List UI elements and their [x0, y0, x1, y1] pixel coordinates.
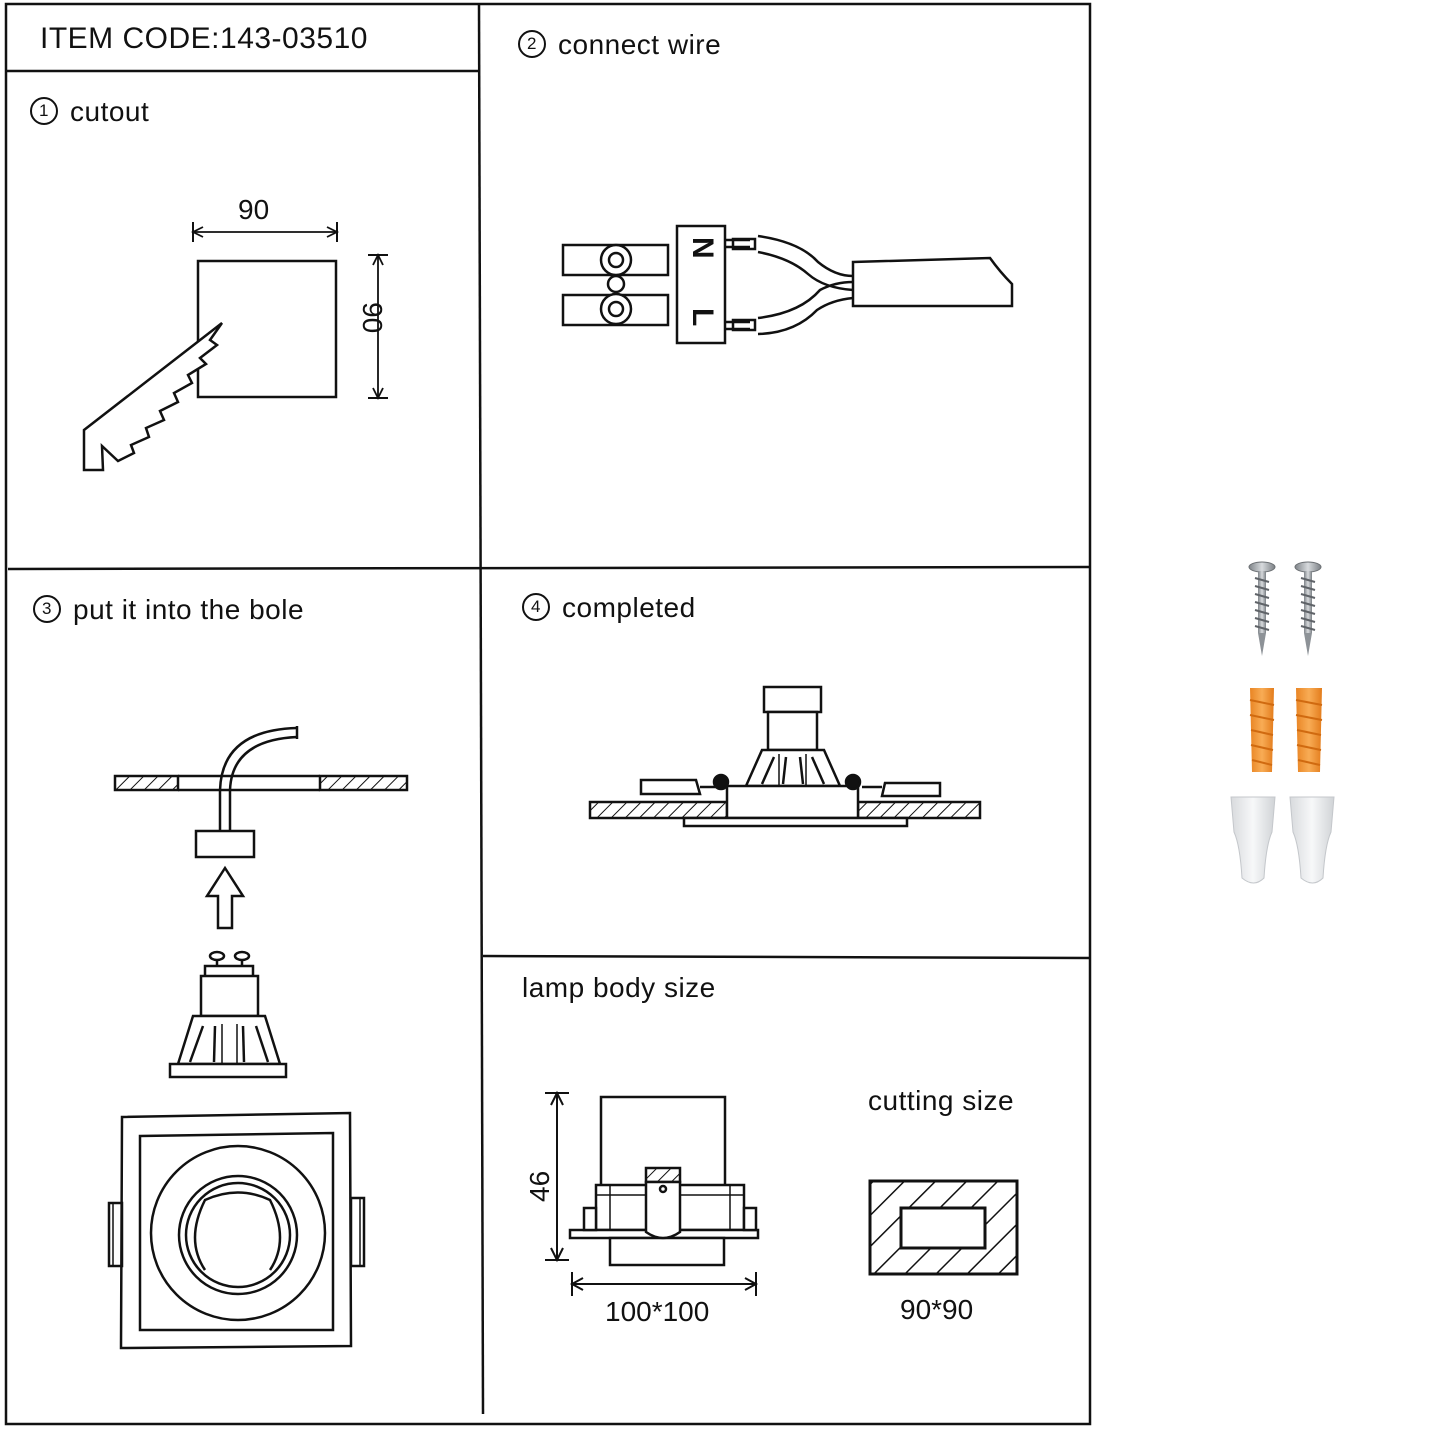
- step-2-number: 2: [518, 29, 546, 58]
- lamp-body-height-label: 46: [524, 1170, 555, 1202]
- cutout-height-label: 90: [357, 302, 388, 334]
- cable-drawing: [725, 234, 1014, 336]
- terminal-n-label: N: [686, 237, 719, 259]
- ceiling-section-drawing: [113, 726, 409, 930]
- step-3-title: 3 put it into the bole: [33, 594, 305, 626]
- lamp-body-title: lamp body size: [522, 972, 716, 1003]
- step-4-label: completed: [562, 592, 696, 623]
- step-4-title: 4 completed: [522, 592, 696, 624]
- cutout-drawing: [82, 222, 388, 472]
- downlight-front-drawing: [107, 1111, 366, 1350]
- step-1-number: 1: [30, 96, 58, 125]
- installed-downlight-drawing: [588, 685, 982, 828]
- cutout-width-label: 90: [238, 194, 270, 225]
- lamp-body-width-label: 100*100: [605, 1296, 710, 1327]
- lamp-body-side-drawing: [545, 1090, 760, 1296]
- item-code: ITEM CODE:143-03510: [40, 22, 368, 55]
- wall-plug-icon: [1249, 688, 1323, 772]
- terminal-block-drawing: [561, 224, 727, 345]
- terminal-l-label: L: [686, 308, 719, 327]
- grid-frame: [4, 2, 1092, 1426]
- cutting-size-drawing: [868, 1179, 1019, 1276]
- step-2-label: connect wire: [558, 29, 722, 60]
- step-4-number: 4: [522, 592, 550, 621]
- wire-connector-icon: [1230, 796, 1335, 884]
- step-3-label: put it into the bole: [73, 594, 305, 625]
- step-1-label: cutout: [70, 96, 150, 127]
- step-3-number: 3: [33, 594, 61, 623]
- screw-icon: [1248, 561, 1322, 656]
- cutting-size-label: 90*90: [900, 1294, 974, 1325]
- step-2-title: 2 connect wire: [518, 29, 722, 61]
- gu10-lamp-drawing: [168, 950, 288, 1079]
- step-1-title: 1 cutout: [30, 96, 150, 128]
- cutting-size-title: cutting size: [868, 1085, 1015, 1116]
